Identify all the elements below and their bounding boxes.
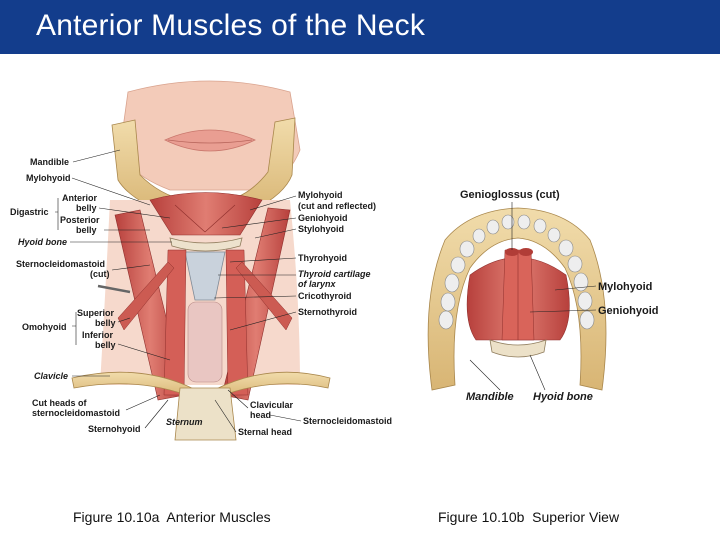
- caption-figure-a: Figure 10.10a Anterior Muscles: [73, 509, 271, 525]
- label-scm-right: Sternocleidomastoid: [303, 416, 392, 426]
- label-hyoid-bone: Hyoid bone: [18, 237, 67, 247]
- label-mylohyoid: Mylohyoid: [26, 173, 71, 183]
- label-anterior-belly: belly: [76, 203, 97, 213]
- label-omohyoid: Omohyoid: [22, 322, 67, 332]
- label-sternum: Sternum: [166, 417, 203, 427]
- sternohyoid-right: [225, 249, 249, 396]
- label-geniohyoid-b: Geniohyoid: [598, 305, 659, 317]
- figure-a-right-labels: Mylohyoid (cut and reflected) Geniohyoid…: [166, 190, 392, 437]
- figure-a-right-leader-lines: [213, 195, 302, 433]
- label-thyroid-cartilage-2: of larynx: [298, 279, 337, 289]
- label-inferior-belly: belly: [95, 340, 116, 350]
- label-genioglossus: Genioglossus (cut): [460, 189, 560, 201]
- figure-a-left-labels: Mandible Mylohyoid Digastric Anterior be…: [10, 157, 141, 434]
- label-sternal-head: Sternal head: [238, 427, 292, 437]
- label-clavicular-head-1: Clavicular: [250, 400, 294, 410]
- label-mylohyoid-b: Mylohyoid: [598, 281, 652, 293]
- label-geniohyoid: Geniohyoid: [298, 213, 348, 223]
- label-clavicle: Clavicle: [34, 371, 68, 381]
- mylohyoid-muscle: [149, 192, 263, 236]
- hyoid-bone-b: [489, 339, 547, 358]
- figure-a-leader-lines: [55, 149, 172, 429]
- label-hyoid-bone-b: Hyoid bone: [533, 391, 593, 403]
- trachea: [187, 301, 223, 383]
- label-anterior: Anterior: [62, 193, 98, 203]
- omohyoid-left: [117, 261, 175, 331]
- hyoid-bone: [169, 237, 243, 252]
- thyroid-cartilage: [184, 251, 226, 301]
- label-cut-heads-1: Cut heads of: [32, 398, 88, 408]
- label-inferior: Inferior: [82, 330, 114, 340]
- omohyoid-right: [235, 261, 293, 331]
- teeth-row: [438, 214, 595, 330]
- label-thyrohyoid: Thyrohyoid: [298, 253, 347, 263]
- caption-figure-b: Figure 10.10b Superior View: [438, 509, 620, 525]
- genioglossus-cut: [505, 248, 519, 256]
- label-mandible-b: Mandible: [466, 391, 514, 403]
- figure-b-leader-lines: [469, 202, 597, 391]
- label-superior: Superior: [77, 308, 115, 318]
- page-title: Anterior Muscles of the Neck: [36, 9, 426, 42]
- label-sternohyoid: Sternohyoid: [88, 424, 141, 434]
- label-cut-heads-2: sternocleidomastoid: [32, 408, 120, 418]
- label-scm-cut-2: (cut): [90, 269, 110, 279]
- title-bar: [0, 0, 720, 54]
- label-scm-cut-1: Sternocleidomastoid: [16, 259, 105, 269]
- figure-a-illustration: [71, 80, 331, 441]
- figure-b-illustration: [427, 207, 607, 391]
- label-clavicular-head-2: head: [250, 410, 271, 420]
- label-mylohyoid-reflected-2: (cut and reflected): [298, 201, 376, 211]
- label-superior-belly: belly: [95, 318, 116, 328]
- label-sternothyroid: Sternothyroid: [298, 307, 357, 317]
- label-stylohyoid: Stylohyoid: [298, 224, 344, 234]
- sternum: [174, 387, 237, 441]
- label-digastric: Digastric: [10, 207, 49, 217]
- figure-b-labels: Genioglossus (cut) Mylohyoid Geniohyoid …: [460, 189, 659, 403]
- label-cricothyroid: Cricothyroid: [298, 291, 352, 301]
- label-mandible: Mandible: [30, 157, 69, 167]
- label-posterior-belly: belly: [76, 225, 97, 235]
- lips: [164, 129, 256, 152]
- label-posterior: Posterior: [60, 215, 100, 225]
- label-thyroid-cartilage-1: Thyroid cartilage: [298, 269, 371, 279]
- label-mylohyoid-reflected-1: Mylohyoid: [298, 190, 343, 200]
